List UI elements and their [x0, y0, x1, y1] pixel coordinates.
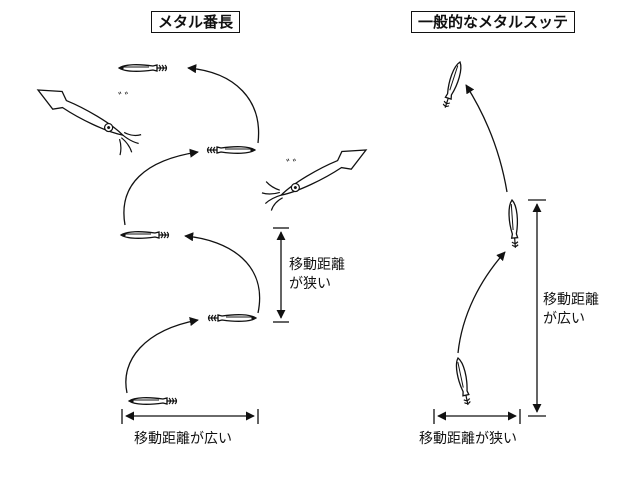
metal-jig-icon [440, 60, 465, 110]
left-side-label-line1: 移動距離 [289, 257, 345, 273]
left-arc-2 [184, 232, 261, 314]
right-side-label: 移動距離 が広い [543, 291, 599, 329]
left-side-label-line2: が狭い [289, 276, 331, 292]
right-horizontal-measure [433, 409, 521, 424]
right-side-label-line1: 移動距離 [543, 292, 599, 308]
squid-icon [261, 149, 368, 211]
metal-jig-icon [118, 64, 168, 72]
left-arc-4 [187, 64, 260, 144]
metal-jig-icon [507, 199, 521, 249]
right-arc-1 [457, 251, 506, 354]
left-vertical-measure [273, 227, 289, 323]
squid-sound: ﾞﾞ [286, 159, 299, 174]
squid-icon [36, 89, 142, 156]
left-title: メタル番長 [151, 11, 241, 33]
right-side-label-line2: が広い [543, 311, 585, 327]
left-horizontal-measure [121, 409, 259, 424]
metal-jig-icon [207, 314, 257, 322]
right-bottom-label: 移動距離が狭い [419, 431, 517, 447]
left-bottom-label: 移動距離が広い [134, 431, 232, 447]
squid-sound: ﾞﾞ [118, 92, 131, 107]
right-title: 一般的なメタルスッテ [411, 11, 576, 33]
metal-jig-icon [206, 146, 256, 154]
metal-jig-icon [128, 397, 178, 405]
right-vertical-measure [528, 199, 546, 417]
metal-jig-icon [453, 356, 473, 407]
left-arc-3 [123, 148, 199, 226]
left-arc-1 [125, 317, 199, 394]
right-arc-2 [465, 84, 508, 193]
left-side-label: 移動距離 が狭い [289, 256, 345, 294]
metal-jig-icon [120, 231, 170, 239]
